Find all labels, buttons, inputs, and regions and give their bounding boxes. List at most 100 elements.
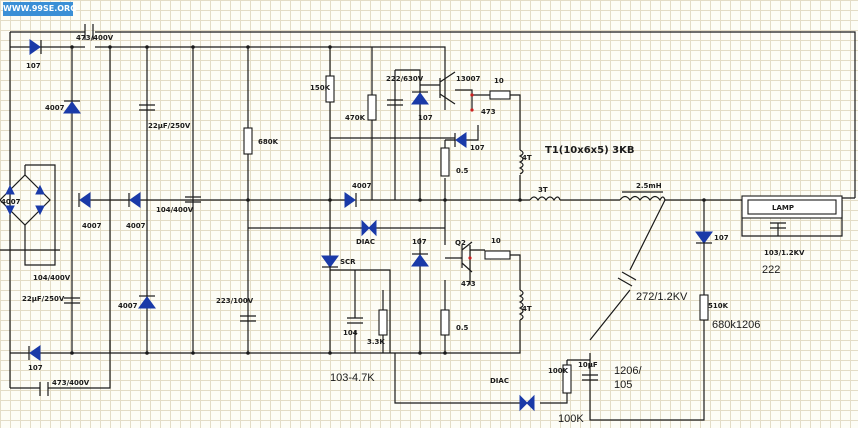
diode-107-b <box>455 132 467 148</box>
label-bridge: 4007 <box>1 198 21 206</box>
label-diac2: DIAC <box>490 377 509 385</box>
diode-4007-d <box>138 296 156 309</box>
label-h-272: 272/1.2KV <box>636 291 688 303</box>
label-d-107d: 107 <box>412 238 427 246</box>
label-t1: T1(10x6x5) 3KB <box>545 145 634 156</box>
resistor-10-b <box>484 250 511 260</box>
junctions <box>70 45 706 355</box>
diode-107-top <box>29 39 41 55</box>
label-c-22uf-a: 22μF/250V <box>148 122 191 130</box>
inductor-25mh <box>619 195 666 202</box>
label-r-150k: 150K <box>310 84 331 92</box>
resistor-10-a <box>489 90 511 100</box>
winding-4t-a <box>518 149 524 175</box>
capacitor-104-400 <box>185 196 201 203</box>
label-l-25mh: 2.5mH <box>636 182 662 190</box>
capacitor-272 <box>617 271 637 287</box>
resistor-150k <box>325 75 335 103</box>
resistor-100k <box>562 364 572 394</box>
label-c-104-400: 104/400V <box>156 206 194 214</box>
label-h-105: 105 <box>614 379 632 391</box>
label-h-680k: 680k1206 <box>712 319 760 331</box>
label-c-222: 222/630V <box>386 75 424 83</box>
label-r-05a: 0.5 <box>456 167 469 175</box>
label-c-bot: 473/400V <box>52 379 90 387</box>
label-w-4t-a: 4T <box>522 154 532 162</box>
diode-4007-b <box>79 192 91 208</box>
diode-4007-e <box>344 192 356 208</box>
label-d-4007b: 4007 <box>82 222 102 230</box>
inductors <box>518 149 666 321</box>
wires <box>0 24 856 421</box>
label-h-1206: 1206/ <box>614 365 642 377</box>
label-scr: SCR <box>340 258 356 266</box>
label-w-3t: 3T <box>538 186 548 194</box>
diodes <box>5 39 713 412</box>
label-d-top: 107 <box>26 62 41 70</box>
watermark-logo: WWW.99SE.ORG <box>3 2 77 16</box>
label-r-470k: 470K <box>345 114 366 122</box>
label-r-10b: 10 <box>491 237 501 245</box>
label-r-680k: 680K <box>258 138 279 146</box>
label-q2: Q2 <box>455 239 466 247</box>
label-d-107a: 107 <box>418 114 433 122</box>
diode-107-c <box>695 231 713 244</box>
capacitor-103-lamp <box>770 222 786 229</box>
label-h-103: 103-4.7K <box>330 372 375 384</box>
label-r-33k: 3.3K <box>367 338 385 346</box>
diac-2 <box>519 394 528 412</box>
label-c-104-left: 104/400V <box>33 274 71 282</box>
transistor-q2 <box>461 241 473 273</box>
label-d-4007a: 4007 <box>45 104 65 112</box>
diode-4007-c <box>129 192 141 208</box>
label-d-bot: 107 <box>28 364 43 372</box>
label-c-top: 473/400V <box>76 34 114 42</box>
label-c-473b: 473 <box>461 280 476 288</box>
label-c-10uf: 10μF <box>578 361 598 369</box>
label-d-107c: 107 <box>714 234 729 242</box>
capacitor-10uf <box>582 374 598 381</box>
winding-4t-b <box>518 289 524 321</box>
capacitor-22uf-a <box>139 104 155 111</box>
resistor-05-b <box>440 309 450 336</box>
resistor-680k <box>243 127 253 155</box>
capacitor-104 <box>347 317 363 324</box>
scr <box>321 255 339 268</box>
diode-107-a <box>411 92 429 105</box>
label-c-22uf-b: 22μF/250V <box>22 295 65 303</box>
label-d-4007e: 4007 <box>352 182 372 190</box>
label-r-05b: 0.5 <box>456 324 469 332</box>
transistor-13007 <box>439 71 456 105</box>
resistor-05-a <box>440 147 450 177</box>
label-c-473: 473 <box>481 108 496 116</box>
label-q-13007: 13007 <box>456 75 480 83</box>
capacitor-223 <box>240 315 256 322</box>
winding-3t <box>529 196 561 202</box>
bridge-diodes <box>5 184 15 195</box>
label-lamp: LAMP <box>772 204 794 212</box>
label-r-510k: 510K <box>708 302 729 310</box>
label-h-100k: 100K <box>558 413 584 425</box>
label-c-103: 103/1.2KV <box>764 249 805 257</box>
label-w-4t-b: 4T <box>522 305 532 313</box>
label-c-104: 104 <box>343 329 358 337</box>
label-r-100k: 100K <box>548 367 569 375</box>
label-d-4007d: 4007 <box>118 302 138 310</box>
components <box>64 71 843 394</box>
diac-1 <box>361 219 370 237</box>
diode-4007-a <box>63 101 81 114</box>
capacitor-22uf-b <box>64 297 80 304</box>
component-labels: 473/400V 107 4007 22μF/250V 4007 4007 40… <box>1 34 805 425</box>
label-c-223: 223/100V <box>216 297 254 305</box>
label-d-107b: 107 <box>470 144 485 152</box>
resistor-510k <box>699 294 709 321</box>
label-h-222: 222 <box>762 264 780 276</box>
label-d-4007c: 4007 <box>126 222 146 230</box>
label-diac1: DIAC <box>356 238 375 246</box>
resistor-33k <box>378 309 388 336</box>
diode-107-bot <box>29 345 41 361</box>
label-r-10a: 10 <box>494 77 504 85</box>
resistor-470k <box>367 94 377 121</box>
